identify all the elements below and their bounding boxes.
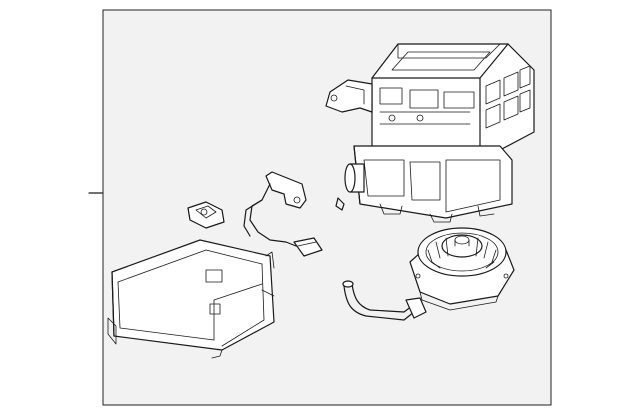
hvac-housing[interactable] bbox=[325, 43, 535, 223]
air-duct[interactable] bbox=[107, 239, 275, 359]
wiring-harness[interactable] bbox=[243, 171, 323, 257]
resistor[interactable] bbox=[187, 201, 225, 229]
clip[interactable] bbox=[335, 197, 345, 211]
drain-hose[interactable] bbox=[342, 280, 427, 321]
blower-motor[interactable] bbox=[409, 227, 515, 311]
